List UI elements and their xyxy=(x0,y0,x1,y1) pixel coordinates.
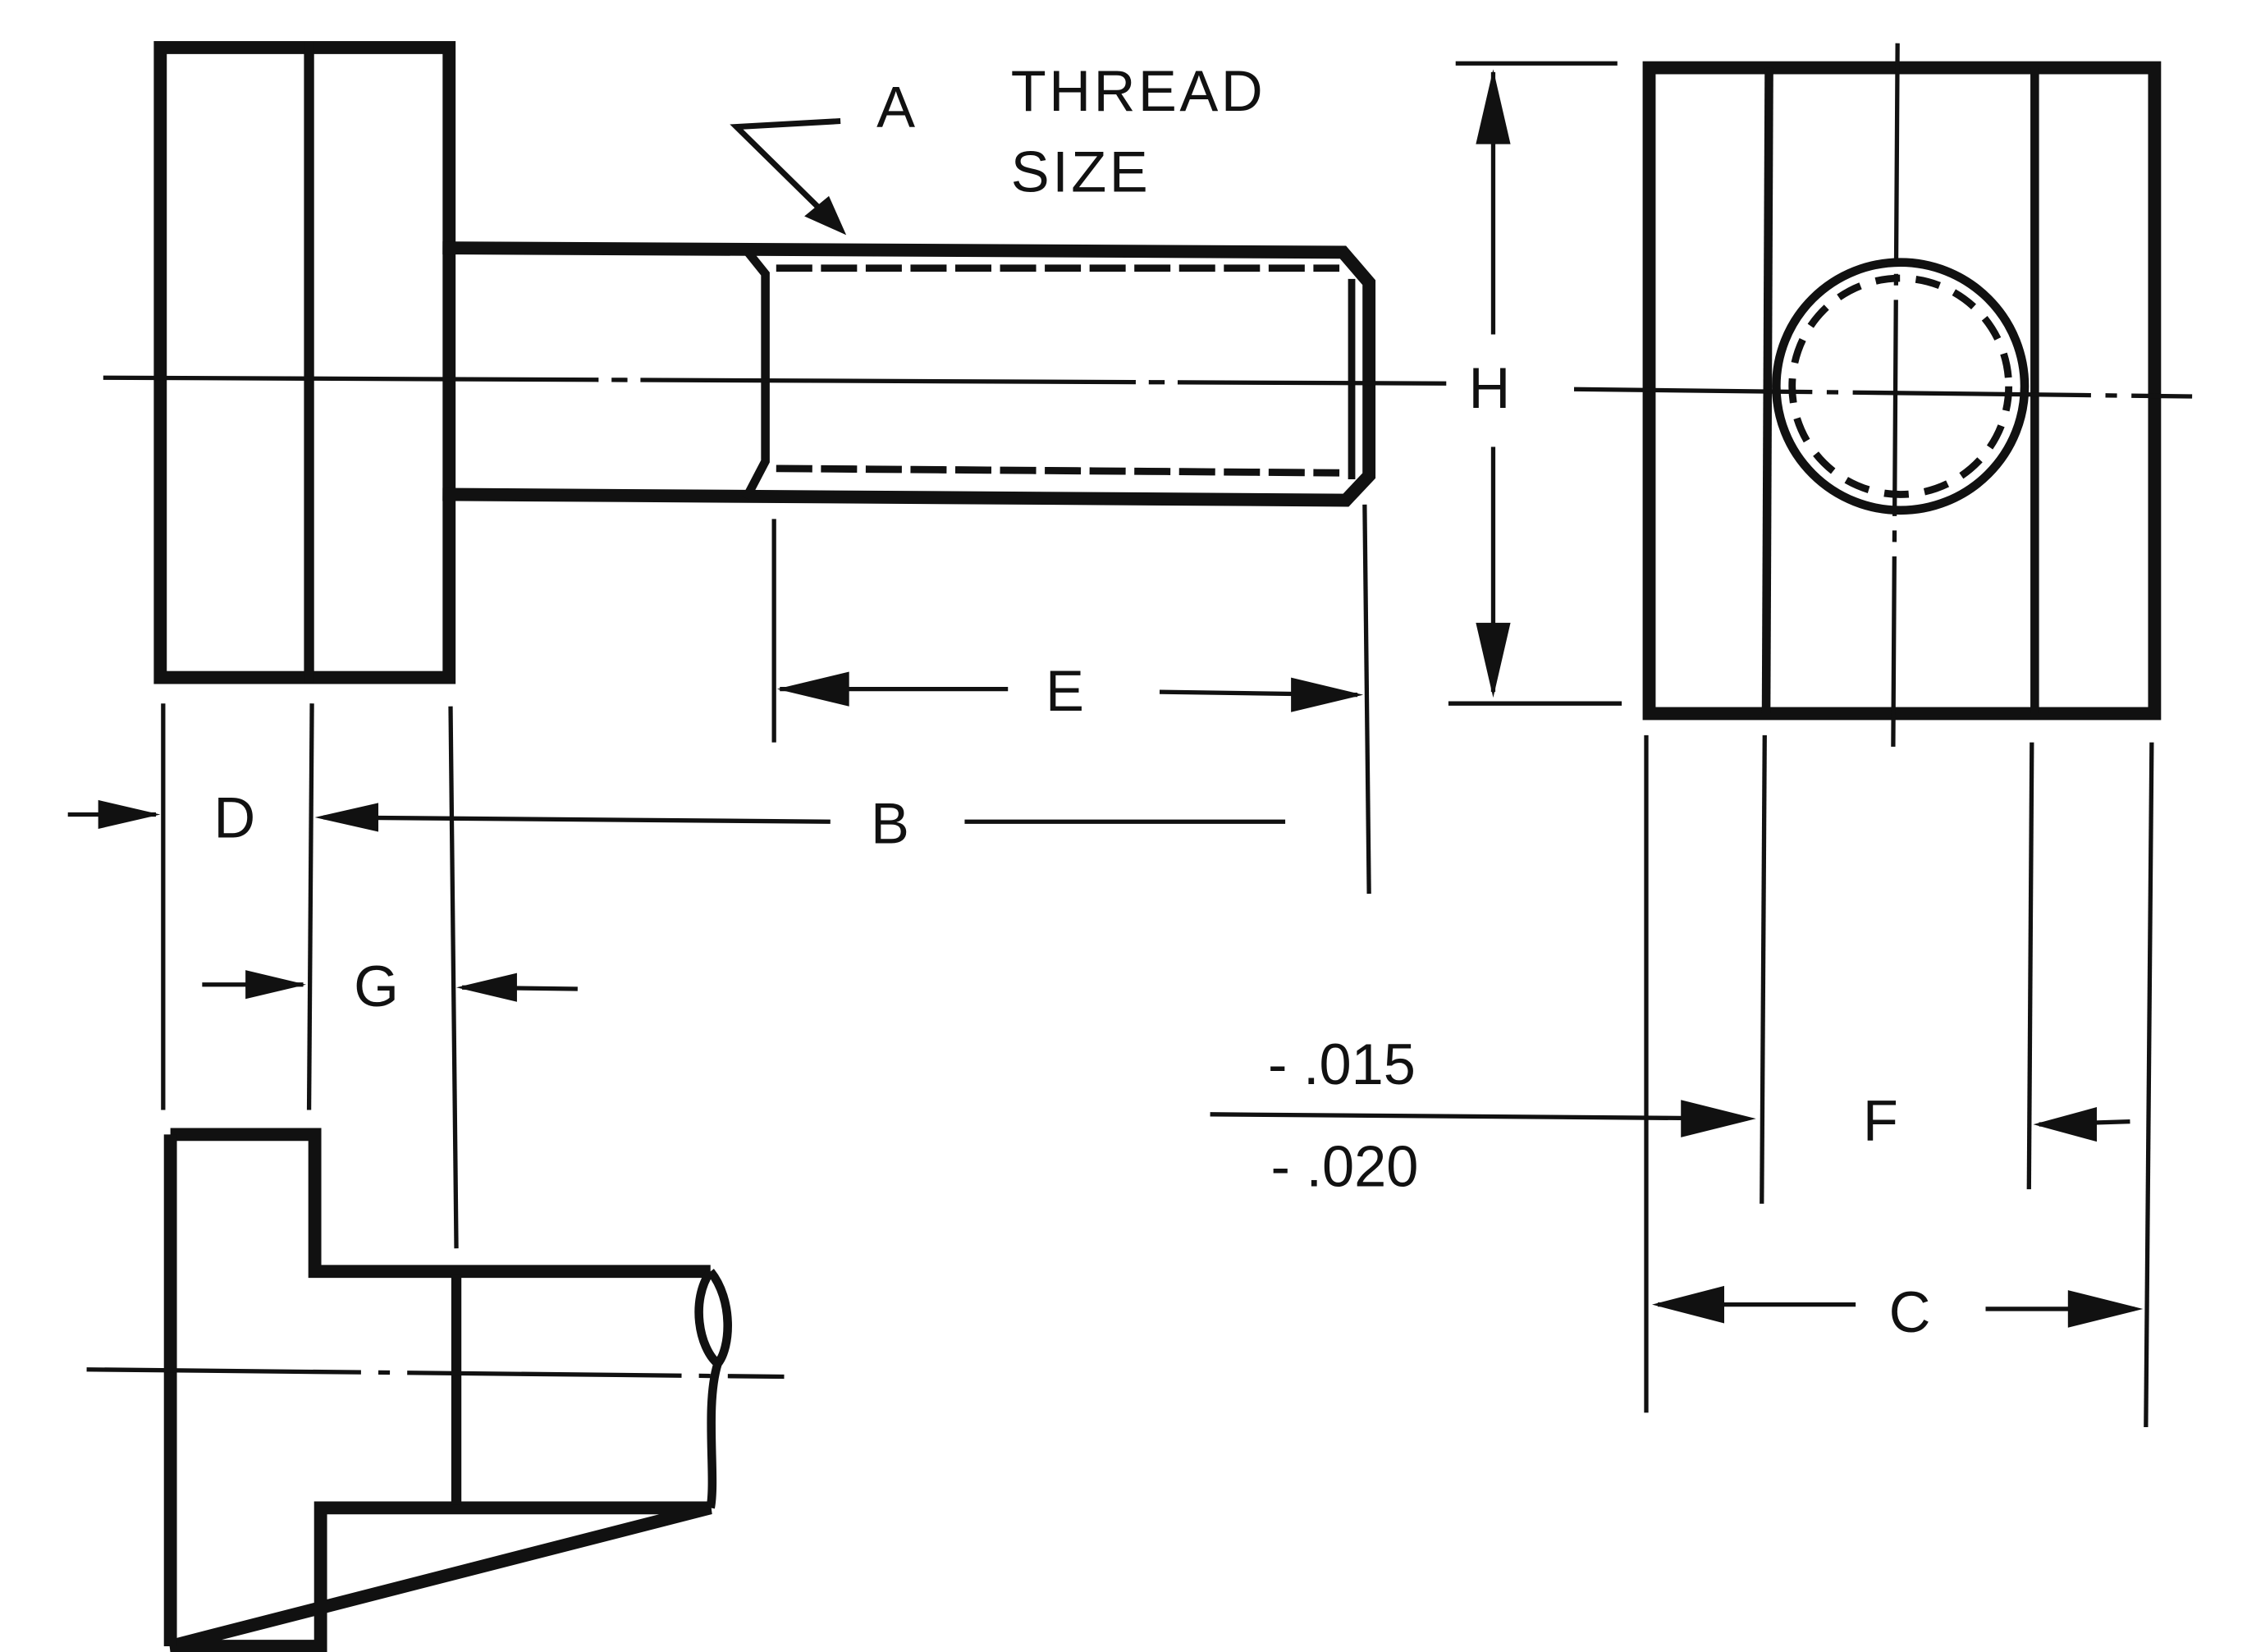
label-tol-upper: - .015 xyxy=(1268,1032,1416,1096)
thread-minor-circle-hidden xyxy=(1788,274,2013,498)
label-size: SIZE xyxy=(1011,140,1151,204)
shank-outline xyxy=(442,241,1376,507)
arrowhead-e-left xyxy=(776,671,849,707)
lower-view xyxy=(86,1128,785,1652)
label-b: B xyxy=(871,791,909,856)
ext-line-f-right xyxy=(2026,742,2034,1190)
label-c: C xyxy=(1889,1279,1931,1344)
ext-line-head-right xyxy=(448,706,459,1249)
thread-start-line xyxy=(742,245,770,501)
label-d: D xyxy=(213,785,255,850)
ext-line-bolt-end xyxy=(1362,504,1371,895)
arrowhead-f-left xyxy=(1681,1100,1756,1137)
dim-line-f-left xyxy=(1210,1112,1748,1121)
label-a: A xyxy=(876,75,915,140)
lower-center-line xyxy=(86,1367,785,1380)
arrowhead-g-right xyxy=(456,972,517,1002)
thread-major-circle xyxy=(1772,258,2030,515)
ext-line-c-right xyxy=(2144,742,2154,1428)
arrowhead-h-top xyxy=(1476,69,1511,144)
front-view xyxy=(103,41,1447,684)
arrowhead-thread-leader xyxy=(804,195,847,236)
arrowhead-c-left xyxy=(1652,1285,1725,1324)
label-h: H xyxy=(1469,355,1511,420)
arrowhead-d-left xyxy=(98,799,161,830)
label-e: E xyxy=(1046,658,1084,723)
arrowhead-h-bottom xyxy=(1476,622,1511,698)
label-f: F xyxy=(1863,1087,1898,1152)
thread-size-leader xyxy=(730,118,841,222)
end-center-horizontal xyxy=(1573,387,2193,399)
arrowhead-c-right xyxy=(2067,1290,2144,1328)
arrowhead-f-right xyxy=(2033,1107,2097,1142)
ext-line-head-mid xyxy=(306,703,314,1110)
lower-head-outline xyxy=(168,1128,712,1652)
end-view xyxy=(1573,43,2193,747)
arrowheads xyxy=(98,69,2144,1328)
shank-break-line xyxy=(694,1268,732,1509)
arrowhead-g-left xyxy=(245,970,307,1000)
ext-line-f-left xyxy=(1760,734,1767,1204)
label-thread: THREAD xyxy=(1011,58,1265,123)
labels: A THREAD SIZE H E D B G - .015 - .020 F … xyxy=(213,58,1930,1344)
label-tol-lower: - .020 xyxy=(1270,1134,1418,1199)
arrowhead-e-right xyxy=(1291,677,1364,712)
thread-root-hidden-bottom xyxy=(776,464,1340,477)
dim-line-b-left xyxy=(323,815,831,824)
arrowhead-d-right xyxy=(314,803,379,832)
label-g: G xyxy=(354,954,399,1018)
front-center-line xyxy=(103,375,1447,386)
